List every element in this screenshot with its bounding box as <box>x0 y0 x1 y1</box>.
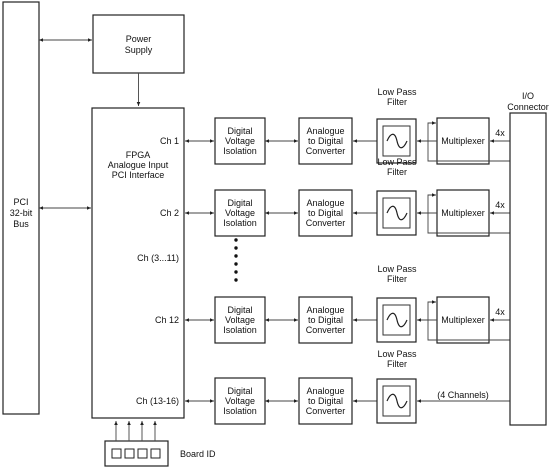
ch4-isolation-label-line-1: Digital <box>227 386 252 396</box>
ch1-isolation-label-line-2: Voltage <box>225 136 255 146</box>
ch1-mux-count-label: 4x <box>495 128 505 138</box>
ch3-isolation-label-line-2: Voltage <box>225 315 255 325</box>
ch4-isolation-label-line-3: Isolation <box>223 406 257 416</box>
ch4-filter-label-line-2: Filter <box>387 359 407 369</box>
ch2-adc-label-line-3: Converter <box>306 218 346 228</box>
ch2-mux-count-label: 4x <box>495 200 505 210</box>
fpga-block <box>91 107 185 419</box>
ch1-adc-label-line-2: to Digital <box>308 136 343 146</box>
ch2-channel-label: Ch 2 <box>160 208 179 218</box>
ch2-adc-label-line-2: to Digital <box>308 208 343 218</box>
ch4-adc-label-line-2: to Digital <box>308 396 343 406</box>
ch2-isolation-label-line-2: Voltage <box>225 208 255 218</box>
ch1-isolation-label-line-1: Digital <box>227 126 252 136</box>
ch1-channel-label: Ch 1 <box>160 136 179 146</box>
ch4-adc-block <box>298 377 353 425</box>
ch1-adc-block <box>298 117 353 165</box>
io-connector-block <box>509 112 547 426</box>
ch4-filter-label-line-1: Low Pass <box>377 349 417 359</box>
fpga-label-line-3: PCI Interface <box>112 170 165 180</box>
ch3-filter-label-line-1: Low Pass <box>377 264 417 274</box>
ch1-adc-label-line-1: Analogue <box>306 126 344 136</box>
ch3-mux-select-connector <box>427 300 510 341</box>
ch1-filter-label-line-2: Filter <box>387 97 407 107</box>
fpga-label-line-2: Analogue Input <box>108 160 169 170</box>
ch2-sine-icon <box>386 205 408 221</box>
ch3-mux-label: Multiplexer <box>441 315 485 325</box>
ch4-isolation-label-line-2: Voltage <box>225 396 255 406</box>
board-id-connectors <box>114 421 157 441</box>
ellipsis-dots <box>234 238 238 282</box>
ch3-sine-icon <box>386 312 408 328</box>
ch1-filter-label-line-1: Low Pass <box>377 87 417 97</box>
ch4-sine-icon <box>386 393 408 409</box>
pci-bus-label-line-3: Bus <box>13 219 29 229</box>
ch4-input-label: (4 Channels) <box>437 390 489 400</box>
ch2-adc-block <box>298 189 353 237</box>
ch2-mux-label: Multiplexer <box>441 208 485 218</box>
ch1-isolation-block <box>214 117 266 165</box>
ch3-adc-label-line-3: Converter <box>306 325 346 335</box>
ch3-adc-label-line-1: Analogue <box>306 305 344 315</box>
ch4-adc-label-line-1: Analogue <box>306 386 344 396</box>
ch2-adc-label-line-1: Analogue <box>306 198 344 208</box>
io-connector-label-line-1: I/O <box>522 91 534 101</box>
ch2-mux-select-connector <box>427 193 510 234</box>
ch3-isolation-label-line-1: Digital <box>227 305 252 315</box>
board-id-label: Board ID <box>180 449 216 459</box>
fpga-label-line-1: FPGA <box>126 150 151 160</box>
board-id-switches <box>111 448 161 459</box>
ch2-isolation-label-line-3: Isolation <box>223 218 257 228</box>
pci-bus-label-line-2: 32-bit <box>10 208 33 218</box>
ch3-isolation-block <box>214 296 266 344</box>
ellipsis-channel-label: Ch (3...11) <box>137 253 179 263</box>
ch4-isolation-block <box>214 377 266 425</box>
ch3-adc-label-line-2: to Digital <box>308 315 343 325</box>
ch1-mux-label: Multiplexer <box>441 136 485 146</box>
ch1-sine-icon <box>386 133 408 149</box>
ch1-mux-block <box>436 117 490 165</box>
ch3-isolation-label-line-3: Isolation <box>223 325 257 335</box>
pci-bus-block <box>2 1 40 415</box>
power-supply-label-line-2: Supply <box>125 45 153 55</box>
ch2-isolation-label-line-1: Digital <box>227 198 252 208</box>
ch1-adc-label-line-3: Converter <box>306 146 346 156</box>
io-connector-label-line-2: Connector <box>507 102 549 112</box>
ch1-isolation-label-line-3: Isolation <box>223 146 257 156</box>
ch4-adc-label-line-3: Converter <box>306 406 346 416</box>
ch4-channel-label: Ch (13-16) <box>136 396 179 406</box>
ch3-filter-label-line-2: Filter <box>387 274 407 284</box>
ch3-mux-count-label: 4x <box>495 307 505 317</box>
power-supply-label-line-1: Power <box>126 34 152 44</box>
ch3-adc-block <box>298 296 353 344</box>
ch3-channel-label: Ch 12 <box>155 315 179 325</box>
pci-bus-label-line-1: PCI <box>13 197 28 207</box>
ch2-filter-label-line-2: Filter <box>387 167 407 177</box>
power-supply-block <box>92 14 185 74</box>
ch1-mux-select-connector <box>427 121 510 162</box>
ch2-filter-label-line-1: Low Pass <box>377 157 417 167</box>
